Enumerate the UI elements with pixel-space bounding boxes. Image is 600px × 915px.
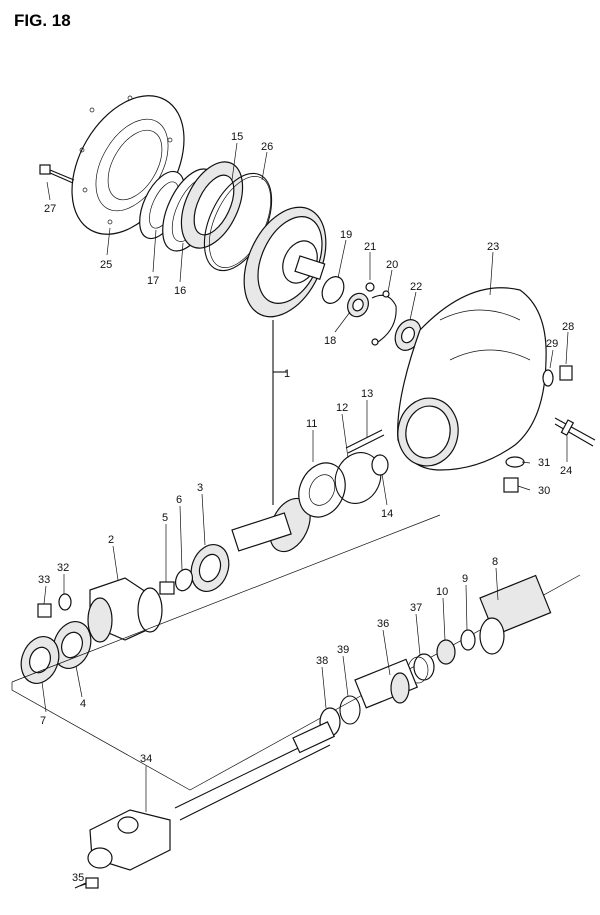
label-33: 33 — [38, 574, 50, 586]
washer-31 — [505, 456, 525, 468]
plug-30 — [503, 477, 519, 493]
label-25: 25 — [100, 259, 112, 271]
pin-13 — [345, 429, 385, 454]
label-27: 27 — [44, 203, 56, 215]
label-22: 22 — [410, 281, 422, 293]
label-16: 16 — [174, 285, 186, 297]
label-9: 9 — [462, 573, 468, 585]
shim-11 — [298, 462, 346, 518]
label-13: 13 — [361, 388, 373, 400]
bearing-case-2 — [87, 577, 163, 643]
label-28: 28 — [562, 321, 574, 333]
label-21: 21 — [364, 241, 376, 253]
housing-23 — [397, 287, 547, 471]
label-15: 15 — [231, 131, 243, 143]
label-32: 32 — [57, 562, 69, 574]
label-38: 38 — [316, 655, 328, 667]
stud-bolt-24 — [554, 417, 596, 447]
label-34: 34 — [140, 753, 152, 765]
label-30: 30 — [538, 485, 550, 497]
label-20: 20 — [386, 259, 398, 271]
drive-shaft-34 — [87, 721, 335, 871]
retainer-20 — [371, 290, 397, 346]
washer-9 — [460, 629, 476, 651]
nut-10 — [436, 639, 456, 665]
bearing-15 — [180, 161, 244, 249]
coupling-36 — [354, 658, 419, 709]
label-26: 26 — [261, 141, 273, 153]
label-37: 37 — [410, 602, 422, 614]
screw-21 — [365, 282, 375, 292]
label-4: 4 — [80, 698, 86, 710]
ring-gear — [243, 206, 327, 318]
nut-33 — [37, 603, 52, 618]
washer-29 — [542, 369, 554, 387]
label-39: 39 — [337, 644, 349, 656]
label-2: 2 — [108, 534, 114, 546]
label-17: 17 — [147, 275, 159, 287]
bushing-8 — [479, 574, 552, 655]
label-36: 36 — [377, 618, 389, 630]
pinion-gear — [231, 497, 311, 553]
plug-28 — [559, 365, 573, 381]
label-24: 24 — [560, 465, 572, 477]
label-7: 7 — [40, 715, 46, 727]
pin-5 — [159, 581, 175, 595]
bolt-27 — [39, 164, 75, 184]
bearing-18 — [347, 292, 369, 318]
label-31: 31 — [538, 457, 550, 469]
label-14: 14 — [381, 508, 393, 520]
label-5: 5 — [162, 512, 168, 524]
seal-7 — [20, 636, 60, 684]
label-11: 11 — [306, 418, 317, 430]
label-3: 3 — [197, 482, 203, 494]
label-10: 10 — [436, 586, 448, 598]
o-ring-12 — [334, 452, 382, 504]
washer-19 — [321, 276, 345, 304]
bearing-3 — [190, 544, 230, 592]
washer-32 — [58, 593, 72, 611]
label-1: 1 — [284, 368, 290, 380]
label-8: 8 — [492, 556, 498, 568]
figure-title: FIG. 18 — [14, 11, 71, 30]
label-23: 23 — [487, 241, 499, 253]
label-35: 35 — [72, 872, 84, 884]
washer-14 — [371, 454, 389, 476]
part-labels: 1 2 3 4 5 6 7 8 9 10 11 12 13 14 15 16 1… — [38, 131, 574, 884]
seal-22 — [394, 319, 422, 351]
label-12: 12 — [336, 402, 348, 414]
ring-39 — [339, 695, 361, 725]
ring-6 — [174, 568, 194, 592]
label-19: 19 — [340, 229, 352, 241]
seal-4 — [52, 621, 92, 669]
leader-lines — [41, 142, 569, 887]
label-18: 18 — [324, 335, 336, 347]
label-29: 29 — [546, 338, 558, 350]
label-6: 6 — [176, 494, 182, 506]
